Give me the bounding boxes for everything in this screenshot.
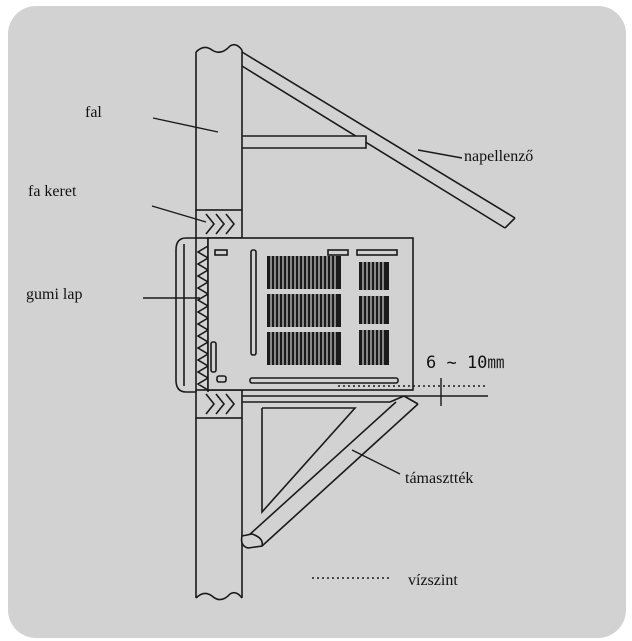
wood-frame-bottom bbox=[195, 389, 243, 419]
label-fal: fal bbox=[85, 104, 102, 121]
label-vizszint: vízszint bbox=[408, 572, 458, 589]
wood-frame-top bbox=[195, 209, 243, 239]
wall bbox=[195, 43, 243, 601]
leader-lines bbox=[143, 117, 463, 475]
label-tamasztek: támasztték bbox=[405, 470, 474, 487]
level-lines bbox=[312, 385, 486, 579]
label-napellenzo: napellenző bbox=[464, 148, 534, 165]
support-bracket bbox=[240, 395, 488, 549]
awning bbox=[241, 51, 516, 229]
installation-diagram bbox=[8, 6, 626, 638]
label-gumi-lap: gumi lap bbox=[26, 286, 83, 303]
label-gap-dimension: 6 ~ 10㎜ bbox=[426, 353, 505, 373]
label-fa-keret: fa keret bbox=[28, 183, 77, 200]
rubber-sheet bbox=[175, 237, 210, 393]
diagram-panel: fal fa keret gumi lap napellenző 6 ~ 10㎜… bbox=[8, 6, 626, 638]
